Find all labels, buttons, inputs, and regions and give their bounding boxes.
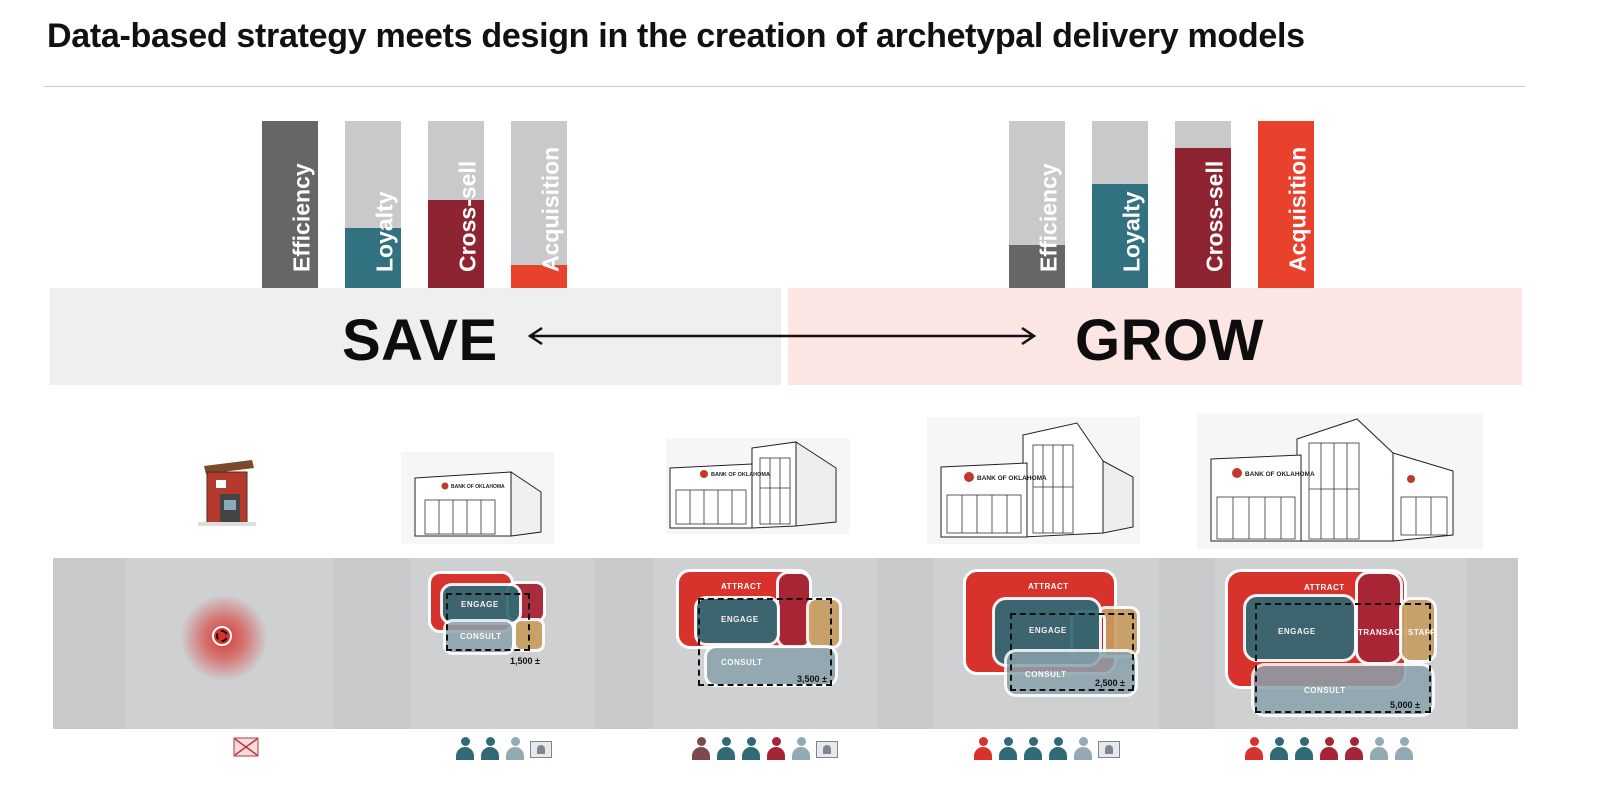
kiosk-icon: [1098, 741, 1120, 758]
large-engage-label: ENGAGE: [1029, 626, 1067, 635]
medium-staff-row: [691, 737, 838, 761]
save-bar-cross-sell-fill: [428, 199, 484, 288]
atm-staff-row: [233, 737, 259, 757]
title-divider: [44, 86, 1525, 87]
grow-bar-efficiency-label: Efficiency: [1035, 163, 1062, 272]
person-icon: [973, 737, 993, 761]
flagship-engage-zone: ENGAGE: [1243, 594, 1357, 662]
medium-consult-label: CONSULT: [721, 658, 763, 667]
save-label: SAVE: [342, 308, 498, 373]
large-consult-label: CONSULT: [1025, 670, 1067, 679]
save-bar-acquisition: Acquisition: [511, 121, 567, 288]
grow-bar-cross-sell: Cross-sell: [1175, 121, 1231, 288]
small-branch-sketch: BANK OF OKLAHOMA: [401, 452, 554, 544]
person-icon: [1369, 737, 1389, 761]
flagship-staff-row: [1244, 737, 1414, 761]
flagship-sqft: 5,000 ±: [1390, 700, 1420, 710]
grow-bar-acquisition: Acquisition: [1258, 121, 1314, 288]
person-icon: [716, 737, 736, 761]
small-staff-row: [455, 737, 552, 761]
person-icon: [741, 737, 761, 761]
no-staff-icon: [233, 737, 259, 757]
person-icon: [766, 737, 786, 761]
person-icon: [455, 737, 475, 761]
person-icon: [1073, 737, 1093, 761]
person-icon: [1294, 737, 1314, 761]
atm-kiosk-sketch: [198, 460, 256, 526]
small-branch-sign: BANK OF OKLAHOMA: [451, 484, 505, 490]
large-attract-label: ATTRACT: [1028, 582, 1069, 591]
save-bar-loyalty: Loyalty: [345, 121, 401, 288]
person-icon: [1023, 737, 1043, 761]
medium-engage-label: ENGAGE: [721, 615, 759, 624]
large-staff-row: [973, 737, 1120, 761]
grow-bar-efficiency-fill: [1009, 244, 1065, 288]
small-consult-label: CONSULT: [460, 632, 502, 641]
save-bar-acquisition-fill: [511, 264, 567, 288]
person-icon: [505, 737, 525, 761]
flagship-branch-sign: BANK OF OKLAHOMA: [1245, 471, 1315, 478]
flagship-staff-label: STAFF: [1408, 628, 1436, 637]
grow-bar-loyalty-fill: [1092, 184, 1148, 288]
grow-bar-efficiency: Efficiency: [1009, 121, 1065, 288]
atm-footprint: [216, 630, 228, 642]
save-bar-efficiency-fill: [262, 121, 318, 288]
person-icon: [691, 737, 711, 761]
kiosk-icon: [530, 741, 552, 758]
small-engage-label: ENGAGE: [461, 600, 499, 609]
grow-bar-acquisition-label: Acquisition: [1284, 146, 1311, 272]
grow-bar-cross-sell-label: Cross-sell: [1201, 160, 1228, 272]
medium-branch-sign: BANK OF OKLAHOMA: [711, 472, 770, 478]
flagship-consult-label: CONSULT: [1304, 686, 1346, 695]
save-bar-acquisition-label: Acquisition: [537, 146, 564, 272]
person-icon: [998, 737, 1018, 761]
person-icon: [480, 737, 500, 761]
kiosk-icon: [816, 741, 838, 758]
person-icon: [791, 737, 811, 761]
save-bar-loyalty-label: Loyalty: [371, 191, 398, 272]
flagship-branch-sketch: BANK OF OKLAHOMA: [1197, 413, 1483, 549]
medium-attract-label: ATTRACT: [721, 582, 762, 591]
large-footprint: [1010, 613, 1134, 691]
save-bar-efficiency-label: Efficiency: [288, 163, 315, 272]
flagship-consult-zone: CONSULT: [1251, 663, 1435, 717]
save-bar-loyalty-fill: [345, 227, 401, 288]
large-branch-sketch: BANK OF OKLAHOMA: [927, 417, 1140, 544]
save-bar-cross-sell: Cross-sell: [428, 121, 484, 288]
flagship-engage-label: ENGAGE: [1278, 627, 1316, 636]
page-title: Data-based strategy meets design in the …: [47, 17, 1305, 55]
grow-label: GROW: [1075, 308, 1264, 373]
small-sqft: 1,500 ±: [510, 656, 540, 666]
person-icon: [1344, 737, 1364, 761]
save-bar-efficiency: Efficiency: [262, 121, 318, 288]
medium-footprint: [698, 598, 832, 686]
person-icon: [1244, 737, 1264, 761]
medium-engage-zone: ENGAGE: [694, 596, 780, 646]
medium-sqft: 3,500 ±: [797, 674, 827, 684]
person-icon: [1269, 737, 1289, 761]
grow-bar-acquisition-fill: [1258, 121, 1314, 288]
large-sqft: 2,500 ±: [1095, 678, 1125, 688]
person-icon: [1048, 737, 1068, 761]
double-arrow-icon: [527, 326, 1037, 346]
grow-bar-loyalty-label: Loyalty: [1118, 191, 1145, 272]
save-bar-cross-sell-label: Cross-sell: [454, 160, 481, 272]
grow-bar-loyalty: Loyalty: [1092, 121, 1148, 288]
medium-branch-sketch: BANK OF OKLAHOMA: [666, 438, 850, 534]
flagship-transact-label: TRANSACT: [1358, 628, 1406, 637]
flagship-footprint: [1255, 603, 1431, 713]
grow-bar-cross-sell-fill: [1175, 147, 1231, 288]
person-icon: [1319, 737, 1339, 761]
large-branch-sign: BANK OF OKLAHOMA: [977, 475, 1047, 482]
small-footprint: [446, 593, 530, 651]
flagship-attract-label: ATTRACT: [1304, 583, 1345, 592]
person-icon: [1394, 737, 1414, 761]
